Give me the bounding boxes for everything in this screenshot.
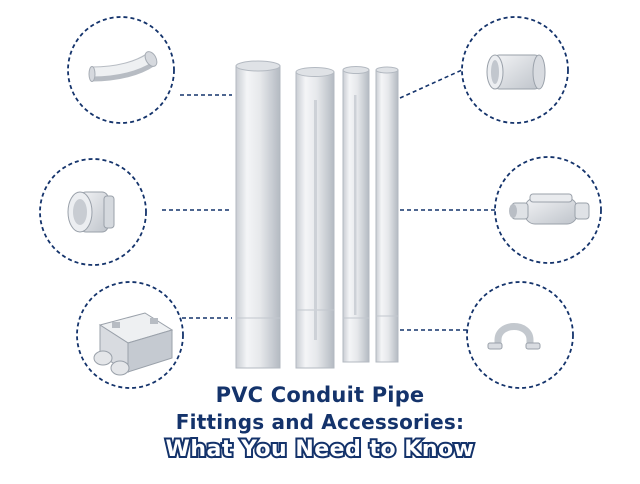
large-diameter-conduit <box>235 60 281 369</box>
pipe-strap-icon <box>487 323 541 350</box>
junction-box-icon <box>93 312 174 376</box>
terminal-adapter-icon <box>67 191 115 233</box>
connector-right-top <box>399 69 463 99</box>
circle-strap <box>466 281 574 389</box>
title-line-3: What You Need to Know <box>164 435 476 464</box>
conduit-body-icon <box>509 193 590 225</box>
title-line-2: Fittings and Accessories: <box>175 410 465 434</box>
title-line-1: PVC Conduit Pipe <box>215 383 425 407</box>
coupling-icon <box>486 54 546 90</box>
elbow-bend-icon <box>88 51 158 82</box>
medium-diameter-conduit <box>295 67 335 369</box>
small-diameter-conduit <box>342 66 370 363</box>
connector-lines <box>162 69 508 331</box>
thin-conduit <box>375 66 399 363</box>
